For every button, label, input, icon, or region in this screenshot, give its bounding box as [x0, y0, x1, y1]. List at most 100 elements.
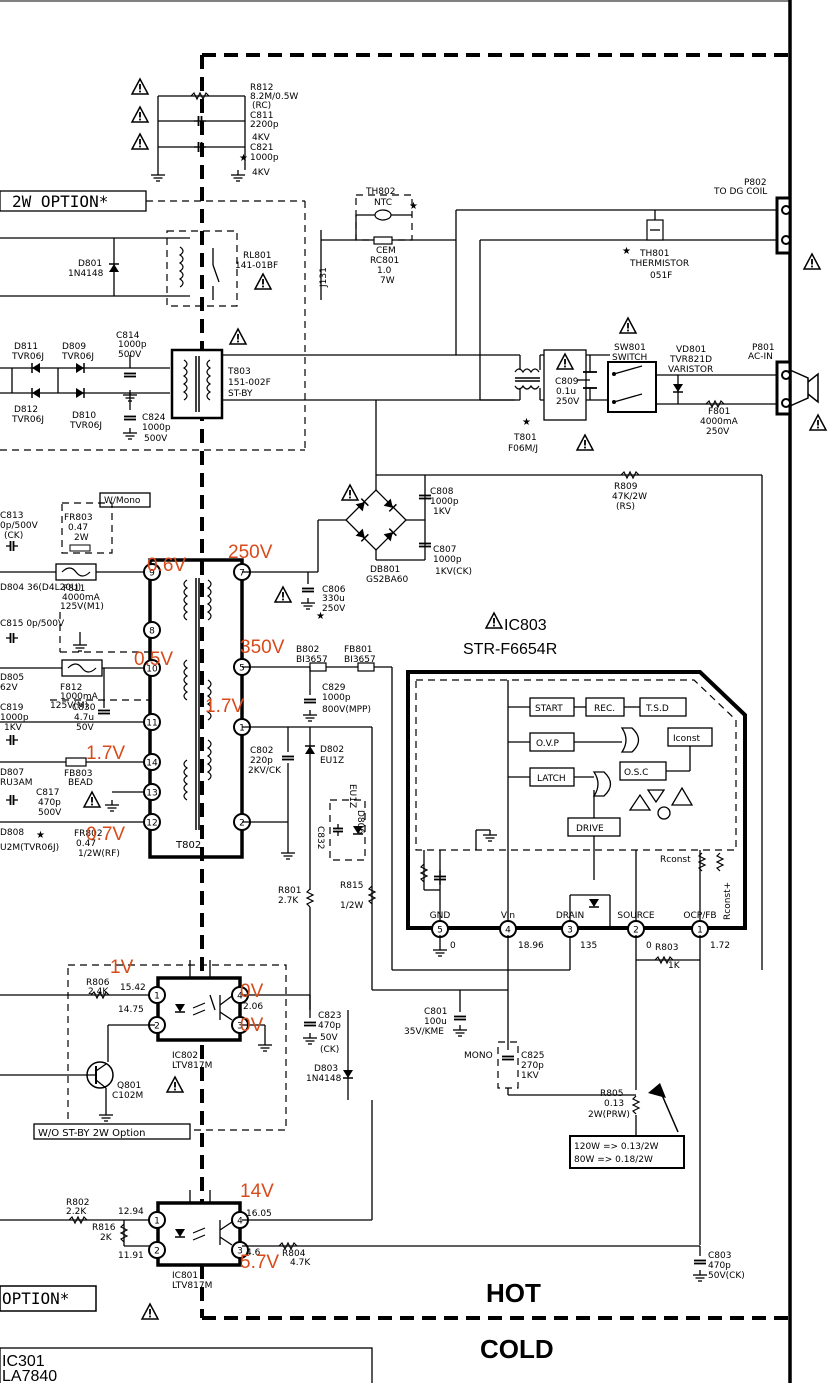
d807-value: RU3AM — [0, 778, 33, 788]
svg-text:3: 3 — [237, 1247, 243, 1257]
ic803: IC803 STR-F6654R START REC. T.S.D O.V.P … — [406, 612, 747, 1245]
block-iconst: Iconst — [673, 734, 701, 744]
d812-ref: D812 — [14, 405, 38, 415]
svg-text:★: ★ — [622, 246, 631, 257]
c819-voltage: 1KV — [4, 723, 23, 733]
block-rconst: Rconst — [660, 855, 691, 865]
d807-ref: D807 — [0, 768, 24, 778]
c821-ref: C821 — [250, 143, 273, 153]
f812-value: 1000mA — [60, 692, 99, 702]
c823-voltage: 50V — [320, 1033, 338, 1043]
ic802-pin1-value: 15.42 — [120, 983, 146, 993]
ic803-pin-3: 3 — [561, 920, 579, 938]
svg-text:3: 3 — [237, 1022, 243, 1032]
c823-ref: C823 — [318, 1011, 341, 1021]
t802-pin-10: 10 — [143, 659, 161, 677]
rc801-ref: RC801 — [370, 256, 399, 266]
vd801-ref: VD801 — [676, 345, 706, 355]
svg-text:1: 1 — [154, 992, 160, 1002]
p802-connector: P802 TO DG COIL — [713, 178, 821, 270]
svg-text:1: 1 — [154, 1217, 160, 1227]
standby-rectifier: D811 TVR06J D809 TVR06J D812 TVR06J D810… — [0, 328, 515, 444]
th801-value: 051F — [650, 271, 672, 281]
c814-voltage: 500V — [118, 350, 142, 360]
p802-desc: TO DG COIL — [713, 187, 767, 197]
svg-text:9: 9 — [149, 569, 155, 579]
option-2w-label: 2W OPTION* — [12, 192, 108, 211]
ic803-pin-name: SOURCE — [617, 911, 654, 921]
svg-text:★: ★ — [522, 417, 531, 428]
measurement-m3: 350V — [240, 637, 285, 658]
t801-choke — [514, 355, 541, 400]
ic803-pin-2: 2 — [627, 920, 645, 938]
d803-ref: D803 — [314, 1064, 338, 1074]
option-2w-area: 2W OPTION* D801 1N4148 RL801 141-01BF J1… — [0, 190, 329, 451]
c825-value: 270p — [521, 1061, 544, 1071]
t801-value: F06M/J — [508, 444, 538, 454]
p801-desc: AC-IN — [748, 352, 773, 362]
svg-text:3: 3 — [567, 926, 573, 936]
d803-value: 1N4148 — [306, 1074, 342, 1084]
secondary-rectifiers: C813 0p/500V (CK) W/Mono FR803 0.47 2W F… — [0, 492, 151, 859]
d802-ref: D802 — [320, 745, 344, 755]
ic803-pin-value: 135 — [580, 941, 597, 951]
svg-text:★: ★ — [409, 201, 418, 212]
rc801-type: CEM — [376, 246, 396, 256]
t802-pin-11: 11 — [143, 713, 161, 731]
c809-ref: C809 — [555, 377, 579, 387]
db801-ref: DB801 — [370, 565, 400, 575]
t802-pin-14: 14 — [143, 753, 161, 771]
ic803-pin-value: 0 — [646, 941, 652, 951]
c811-voltage: 4KV — [252, 133, 271, 143]
ic802-part: LTV817M — [172, 1061, 212, 1071]
t802-ref: T802 — [175, 840, 201, 851]
t803-value: 151-002F — [228, 378, 271, 388]
sw801-type: SWITCH — [612, 353, 647, 363]
r803-value: 1K — [668, 961, 681, 971]
f811-voltage: 125V(M1) — [60, 602, 104, 612]
d810-value: TVR06J — [69, 421, 102, 431]
r804-value: 4.7K — [290, 1258, 311, 1268]
c809-voltage: 250V — [556, 397, 580, 407]
w-mono-label: W/Mono — [104, 496, 141, 506]
ic803-pin-name: OCP/FB — [683, 911, 716, 921]
svg-text:2: 2 — [239, 819, 245, 829]
svg-text:1: 1 — [697, 926, 703, 936]
d811-ref: D811 — [14, 342, 38, 352]
ic803-pin-5: 5 — [431, 920, 449, 938]
c824-value: 1000p — [142, 423, 171, 433]
c807-value: 1000p — [433, 555, 462, 565]
ic802-pin2-value: 14.75 — [118, 1005, 144, 1015]
c802-voltage: 2KV/CK — [248, 766, 282, 776]
r805-power: 2W(PRW) — [588, 1110, 630, 1120]
c819-ref: C819 — [0, 703, 24, 713]
fb801-ref: FB801 — [344, 645, 373, 655]
svg-text:4: 4 — [505, 926, 511, 936]
top-left-bypass-network: R812 8.2M/0.5W (RC) C811 2200p 4KV C821 … — [131, 78, 298, 182]
measurement-m6: 1.7V — [86, 743, 125, 764]
b802-value: BI3657 — [296, 655, 328, 665]
r801-ref: R801 — [278, 886, 301, 896]
ic801-part: LTV817M — [172, 1281, 212, 1291]
c823-value: 470p — [318, 1021, 341, 1031]
q801-value: C102M — [112, 1091, 143, 1101]
svg-text:4: 4 — [237, 992, 243, 1002]
db801-value: GS2BA60 — [366, 575, 408, 585]
r806-value: 2.4K — [88, 987, 109, 997]
r801-value: 2.7K — [278, 896, 299, 906]
r805-value: 0.13 — [604, 1099, 624, 1109]
rl801-ref: RL801 — [243, 251, 271, 261]
th801-type: THERMISTOR — [629, 259, 689, 269]
r812-value: 8.2M/0.5W — [250, 92, 298, 102]
p801-ref: P801 — [752, 343, 775, 353]
d804-label: D804 36(D4L20U) — [0, 583, 81, 593]
d809-ref: D809 — [62, 342, 86, 352]
r806-ref: R806 — [86, 978, 110, 988]
ic803-pin-value: 18.96 — [518, 941, 544, 951]
ic803-pin-name: DRAIN — [556, 911, 584, 921]
th802-type: NTC — [374, 198, 392, 208]
ic801-ref: IC801 — [172, 1271, 198, 1281]
